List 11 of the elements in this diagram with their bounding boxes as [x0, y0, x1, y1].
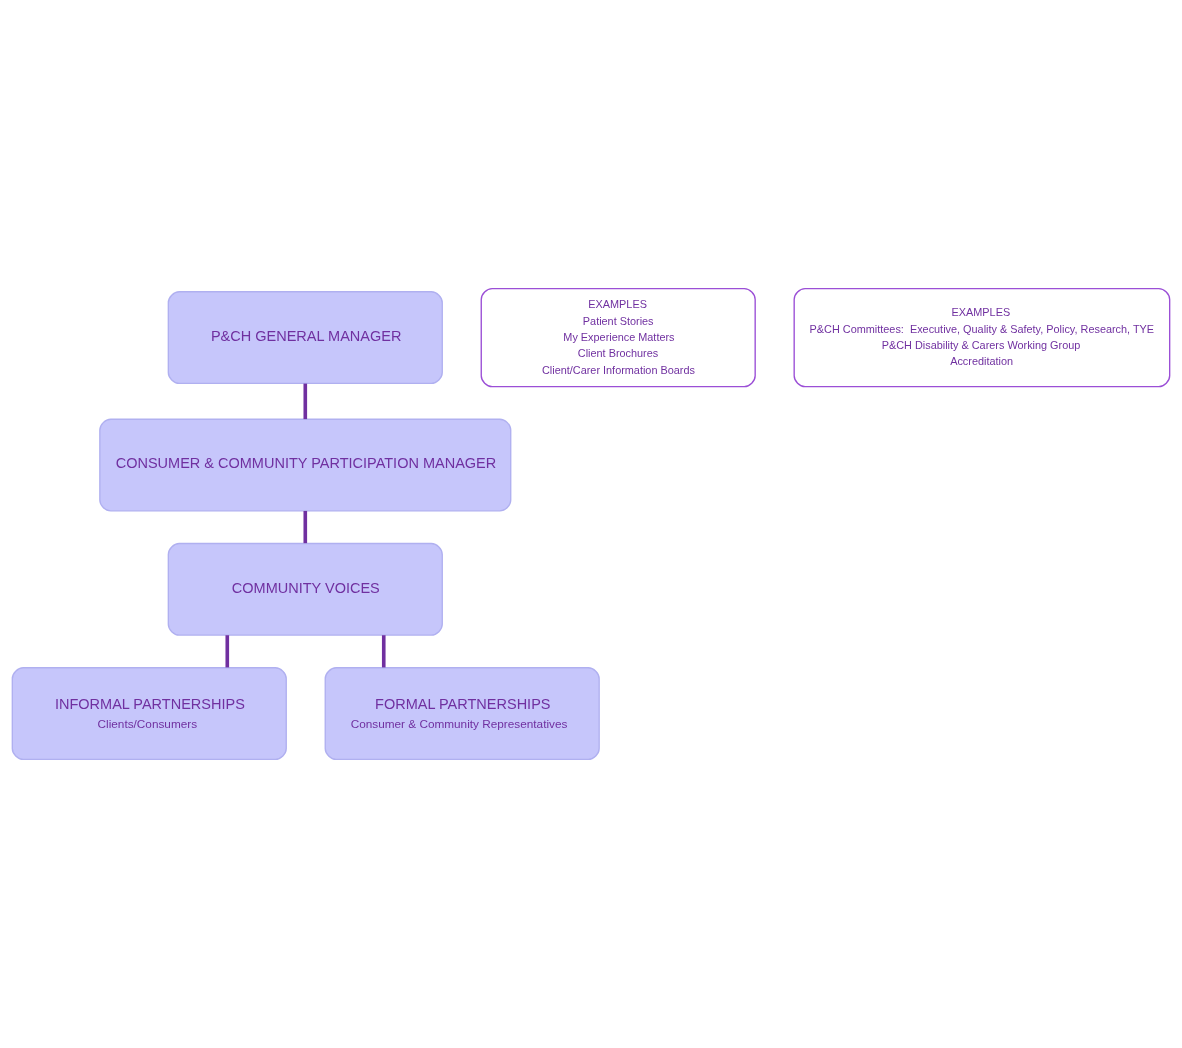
connector — [225, 635, 230, 668]
node-box: P&CH GENERAL MANAGER — [167, 291, 443, 385]
node-box: EXAMPLES Patient Stories My Experience Matters Client Brochures Client/Carer Information Boards — [480, 287, 756, 388]
connector — [303, 510, 308, 544]
node-box: CONSUMER & COMMUNITY PARTICIPATION MANAGER — [99, 418, 512, 512]
node-box: INFORMAL PARTNERSHIPS Clients/Consumers — [11, 667, 287, 761]
node-box: FORMAL PARTNERSHIPS Consumer & Community Representatives — [324, 667, 600, 761]
connector — [381, 635, 386, 668]
node-box: EXAMPLES P&CH Committees: Executive, Quality & Safety, Policy, Research, TYE P&CH Disability & Carers Working Group Accreditation — [793, 287, 1171, 388]
node-box: COMMUNITY VOICES — [167, 542, 443, 636]
connector — [303, 383, 308, 420]
